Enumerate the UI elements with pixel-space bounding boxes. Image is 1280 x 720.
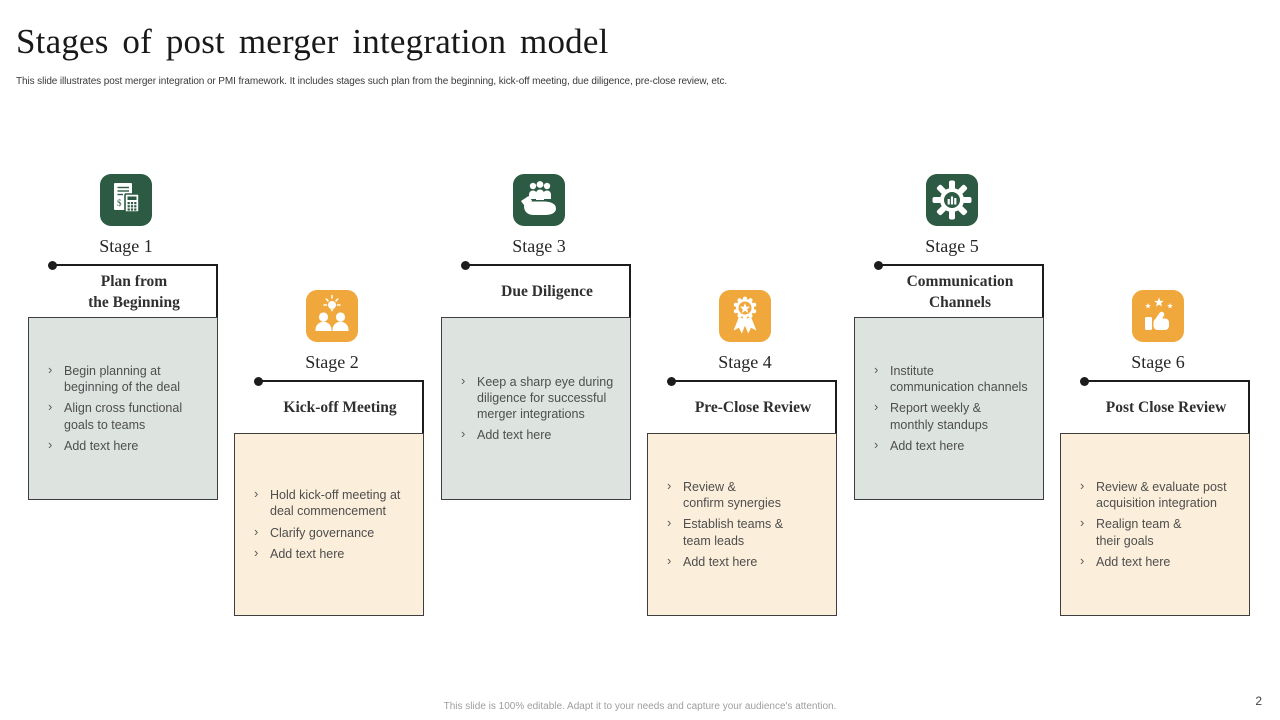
stage-title-box: Kick-off Meeting <box>254 376 424 435</box>
bullet-item: Clarify governance <box>253 523 415 541</box>
stage-content-box: Begin planning at beginning of the deal … <box>28 317 218 500</box>
hand-team-icon <box>521 181 556 215</box>
bullet-item: Align cross functional goals to teams <box>47 399 209 433</box>
stage-title-box: Communication Channels <box>874 260 1044 319</box>
stage-title-box: Plan from the Beginning <box>48 260 218 319</box>
bullet-item: Realign team & their goals <box>1079 515 1241 549</box>
stage-block-3: Stage 3 Due Diligence Keep a sharp eye d… <box>441 174 632 500</box>
bullet-item: Keep a sharp eye during diligence for su… <box>460 373 622 423</box>
stage-title: Kick-off Meeting <box>283 399 397 417</box>
stage-content-box: Hold kick-off meeting at deal commenceme… <box>234 433 424 616</box>
bullet-item: Review & evaluate post acquisition integ… <box>1079 478 1241 512</box>
stage-icon-badge <box>719 290 771 342</box>
stage-dot <box>461 260 470 270</box>
stage-title: Communication Channels <box>906 272 1014 311</box>
stage-title-box: Pre-Close Review <box>667 376 837 435</box>
bullet-item: Add text here <box>1079 553 1241 570</box>
stage-label: Stage 1 <box>99 236 153 256</box>
stage-icon-badge <box>926 174 978 226</box>
bullet-item: Add text here <box>253 545 415 562</box>
stage-dot <box>48 260 57 270</box>
stage-icon-badge <box>1132 290 1184 342</box>
bullet-item: Add text here <box>666 553 828 570</box>
stage-block-5: Stage 5 Communication Channels Institute… <box>854 174 1045 500</box>
bullet-list: Institute communication channels Report … <box>873 358 1035 459</box>
bullet-item: Add text here <box>47 437 209 454</box>
stage-title-box: Due Diligence <box>461 260 631 319</box>
bullet-list: Hold kick-off meeting at deal commenceme… <box>253 482 415 567</box>
stage-block-1: $ Stage 1 Plan from the Beginning Begin … <box>28 174 219 500</box>
stage-block-2: Stage 2 Kick-off Meeting Hold kick-off m… <box>234 290 425 616</box>
stage-content-box: Review & confirm synergies Establish tea… <box>647 433 837 616</box>
bullet-item: Establish teams & team leads <box>666 515 828 549</box>
stage-title: Due Diligence <box>501 283 593 301</box>
stage-dot <box>667 376 676 386</box>
bullet-list: Keep a sharp eye during diligence for su… <box>460 369 622 449</box>
bullet-item: Report weekly & monthly standups <box>873 399 1035 433</box>
stage-icon-badge: $ <box>100 174 152 226</box>
bullet-item: Hold kick-off meeting at deal commenceme… <box>253 486 415 520</box>
gear-chart-icon <box>932 180 972 220</box>
stage-label: Stage 5 <box>925 236 979 256</box>
stage-content-box: Institute communication channels Report … <box>854 317 1044 500</box>
thumbs-up-stars-icon <box>1145 297 1173 330</box>
bullet-item: Add text here <box>460 426 622 443</box>
stage-label: Stage 3 <box>512 236 566 256</box>
stage-dot <box>1080 376 1089 386</box>
stage-label: Stage 4 <box>718 352 772 372</box>
bullet-list: Review & evaluate post acquisition integ… <box>1079 474 1241 575</box>
page-number: 2 <box>1255 694 1262 708</box>
stage-dot <box>254 376 263 386</box>
stage-title: Pre-Close Review <box>694 399 812 417</box>
bullet-item: Add text here <box>873 437 1035 454</box>
bullet-list: Begin planning at beginning of the deal … <box>47 358 209 459</box>
page-title: Stages of post merger integration model <box>16 22 609 61</box>
page-subtitle: This slide illustrates post merger integ… <box>16 76 728 87</box>
stage-block-6: Stage 6 Post Close Review Review & evalu… <box>1060 290 1251 616</box>
bullet-list: Review & confirm synergies Establish tea… <box>666 474 828 575</box>
slide-footer-note: This slide is 100% editable. Adapt it to… <box>443 701 837 712</box>
bullet-item: Review & confirm synergies <box>666 478 828 512</box>
stage-title: Post Close Review <box>1105 399 1227 417</box>
stage-icon-badge <box>513 174 565 226</box>
bullet-item: Begin planning at beginning of the deal <box>47 362 209 396</box>
stage-label: Stage 6 <box>1131 352 1185 372</box>
stage-block-4: Stage 4 Pre-Close Review Review & confir… <box>647 290 838 616</box>
svg-text:$: $ <box>117 198 122 208</box>
stage-icon-badge <box>306 290 358 342</box>
bullet-item: Institute communication channels <box>873 362 1035 396</box>
stage-title: Plan from the Beginning <box>88 272 180 311</box>
invoice-calculator-icon: $ <box>114 183 140 213</box>
stage-content-box: Keep a sharp eye during diligence for su… <box>441 317 631 500</box>
stage-label: Stage 2 <box>305 352 359 372</box>
stage-title-box: Post Close Review <box>1080 376 1250 435</box>
award-ribbon-icon <box>733 296 757 334</box>
stage-content-box: Review & evaluate post acquisition integ… <box>1060 433 1250 616</box>
team-idea-icon <box>315 294 349 331</box>
stage-dot <box>874 260 883 270</box>
